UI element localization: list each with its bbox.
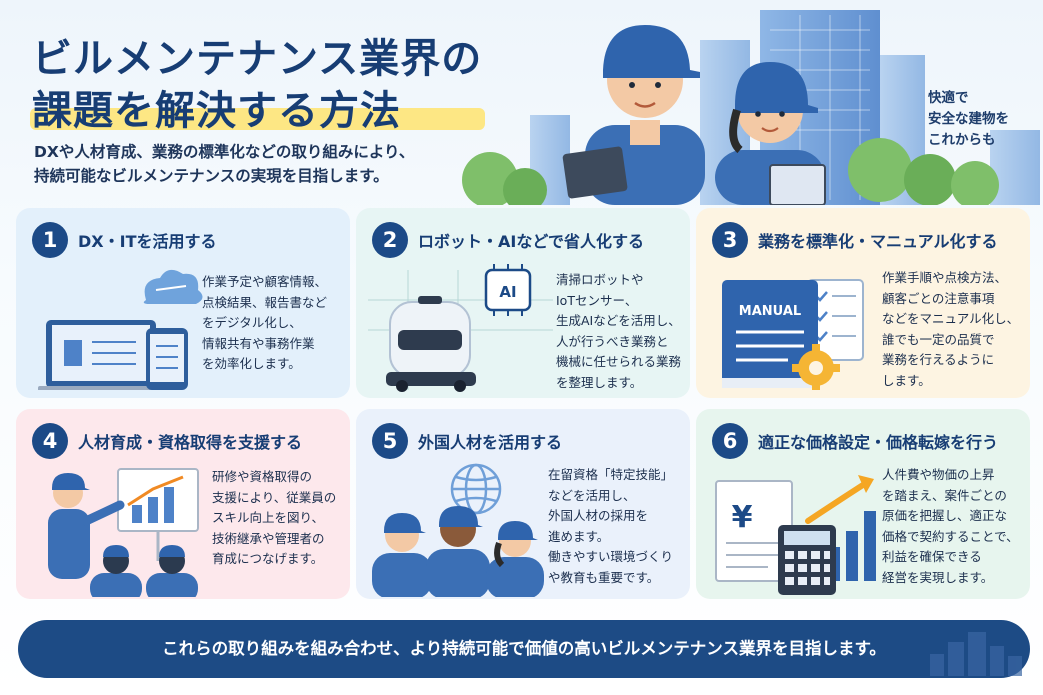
footer-skyline-icon xyxy=(930,632,1022,676)
card-body: 作業手順や点検方法、 顧客ごとの注意事項 などをマニュアル化し、 誰でも一定の品… xyxy=(882,268,1030,391)
card-title: 適正な価格設定・価格転嫁を行う xyxy=(758,433,999,452)
card-number: 2 xyxy=(372,222,408,258)
card-text-line: 在留資格「特定技能」 xyxy=(548,467,674,482)
card-body: 人件費や物価の上昇 を踏まえ、案件ごとの 原価を把握し、適正な 価格で契約するこ… xyxy=(882,465,1030,588)
card-text-line: 作業手順や点検方法、 xyxy=(882,270,1008,285)
worker-female-illustration xyxy=(715,62,826,205)
worker-male-illustration xyxy=(562,25,705,205)
hero-section: ビルメンテナンス業界の 課題を解決する方法 DXや人材育成、業務の標準化などの取… xyxy=(0,0,1043,205)
card-training: 4 人材育成・資格取得を支援する 研修や資格取得の 支援により、従業員の スキル… xyxy=(16,409,350,599)
up-arrow-icon xyxy=(805,480,869,524)
card-text-line: 情報共有や事務作業 xyxy=(202,335,315,351)
card-pricing: 6 適正な価格設定・価格転嫁を行う ¥ 人件費や物価の上昇 を踏まえ、案件ごとの… xyxy=(696,409,1030,599)
card-text-line: などを活用し、 xyxy=(548,487,636,503)
tree xyxy=(503,168,547,205)
card-text-line: 価格で契約することで、 xyxy=(882,528,1019,544)
card-text-line: スキル向上を図り、 xyxy=(212,510,325,525)
card-text-line: 育成につなげます。 xyxy=(212,551,324,566)
card-text-line: 原価を把握し、適正な xyxy=(882,508,1008,523)
globe-icon xyxy=(450,463,502,515)
card-title: 人材育成・資格取得を支援する xyxy=(78,433,303,452)
card-number: 3 xyxy=(712,222,748,258)
footer-text: これらの取り組みを組み合わせ、より持続可能で価値の高いビルメンテナンス業界を目指… xyxy=(162,639,886,658)
card-robot-ai: 2 ロボット・AIなどで省人化する AI 清掃ロボットや IoTセンサー、 生成… xyxy=(356,208,690,398)
card-text-line: 働きやすい環境づくり xyxy=(548,549,674,564)
tagline-line: 快適で xyxy=(928,90,969,106)
footer-banner: これらの取り組みを組み合わせ、より持続可能で価値の高いビルメンテナンス業界を目指… xyxy=(18,620,1030,678)
card-text-line: などをマニュアル化し、 xyxy=(882,311,1020,326)
card-text-line: や教育も重要です。 xyxy=(548,569,660,585)
ai-chip-label: AI xyxy=(499,283,516,301)
tree xyxy=(951,161,999,205)
card-manual: 3 業務を標準化・マニュアル化する MANUAL 作業手順や点検方法、 顧客ごと… xyxy=(696,208,1030,398)
tagline-line: 安全な建物を xyxy=(928,111,1009,127)
card-text-line: 業務を行えるように xyxy=(882,352,995,367)
card-text-line: 人が行うべき業務と xyxy=(556,333,669,349)
card-text-line: 人件費や物価の上昇 xyxy=(882,467,995,482)
card-title: ロボット・AIなどで省人化する xyxy=(418,232,645,251)
card-number: 6 xyxy=(712,423,748,459)
manual-checklist-gear-icon: MANUAL xyxy=(722,279,864,390)
pricing-calculator-icon: ¥ xyxy=(715,475,876,595)
card-body: 在留資格「特定技能」 などを活用し、 外国人材の採用を 進めます。 働きやすい環… xyxy=(548,465,690,588)
card-title: 業務を標準化・マニュアル化する xyxy=(758,232,998,251)
page-title-line2: 課題を解決する方法 xyxy=(32,88,401,134)
tree xyxy=(848,138,912,202)
card-text-line: 生成AIなどを活用し、 xyxy=(556,313,681,328)
card-text-line: 技術継承や管理者の xyxy=(212,530,325,546)
page-title-line1: ビルメンテナンス業界の xyxy=(32,36,483,82)
card-title: DX・ITを活用する xyxy=(78,232,217,251)
title-highlight xyxy=(30,108,485,130)
tagline-line: これからも xyxy=(928,132,996,148)
card-text-line: 外国人材の採用を xyxy=(548,508,649,523)
card-text-line: 進めます。 xyxy=(548,528,610,544)
card-text-line: を効率化します。 xyxy=(202,356,301,371)
card-text-line: を整理します。 xyxy=(556,374,643,390)
card-text-line: 研修や資格取得の xyxy=(212,469,313,484)
subtitle-line: 持続可能なビルメンテナンスの実現を目指します。 xyxy=(34,167,389,185)
manual-label: MANUAL xyxy=(739,304,801,319)
card-text-line: します。 xyxy=(882,372,931,388)
card-text-line: 点検結果、報告書など xyxy=(202,294,328,310)
card-text-line: 支援により、従業員の xyxy=(212,489,337,505)
card-text-line: 利益を確保できる xyxy=(882,549,982,564)
card-number: 5 xyxy=(372,423,408,459)
yen-symbol: ¥ xyxy=(732,500,753,535)
laptop-phone-cloud-icon xyxy=(38,269,203,390)
card-text-line: を踏まえ、案件ごとの xyxy=(882,487,1007,503)
card-text-line: IoTセンサー、 xyxy=(556,292,638,308)
card-body: 清掃ロボットや IoTセンサー、 生成AIなどを活用し、 人が行うべき業務と 機… xyxy=(556,270,690,393)
card-text-line: 顧客ごとの注意事項 xyxy=(882,290,995,306)
card-number: 1 xyxy=(32,222,68,258)
tagline: 快適で 安全な建物を これからも xyxy=(928,88,1038,151)
subtitle-line: DXや人材育成、業務の標準化などの取り組みにより、 xyxy=(34,143,415,161)
card-body: 研修や資格取得の 支援により、従業員の スキル向上を図り、 技術継承や管理者の … xyxy=(212,467,350,570)
card-dx-it: 1 DX・ITを活用する 作業予定や顧客情報、 点検結果、報告書など をデジタル… xyxy=(16,208,350,398)
card-text-line: 誰でも一定の品質で xyxy=(882,331,995,347)
card-foreign-workers: 5 外国人材を活用する 在留資格「特定技能」 などを活用し、 外国人 xyxy=(356,409,690,599)
page-subtitle: DXや人材育成、業務の標準化などの取り組みにより、 持続可能なビルメンテナンスの… xyxy=(34,140,504,188)
training-presentation-icon xyxy=(48,468,199,597)
card-text-line: 経営を実現します。 xyxy=(882,569,994,585)
card-text-line: をデジタル化し、 xyxy=(202,315,302,330)
foreign-workers-globe-icon xyxy=(372,463,544,597)
tree xyxy=(904,154,956,205)
card-body: 作業予定や顧客情報、 点検結果、報告書など をデジタル化し、 情報共有や事務作業… xyxy=(202,272,350,375)
hero-illustration xyxy=(462,10,1040,205)
card-text-line: 作業予定や顧客情報、 xyxy=(202,274,328,289)
cleaning-robot-ai-icon: AI xyxy=(368,264,553,392)
building xyxy=(990,130,1040,205)
card-number: 4 xyxy=(32,423,68,459)
card-text-line: 機械に任せられる業務 xyxy=(556,354,682,369)
card-title: 外国人材を活用する xyxy=(418,433,563,452)
card-text-line: 清掃ロボットや xyxy=(556,272,644,287)
